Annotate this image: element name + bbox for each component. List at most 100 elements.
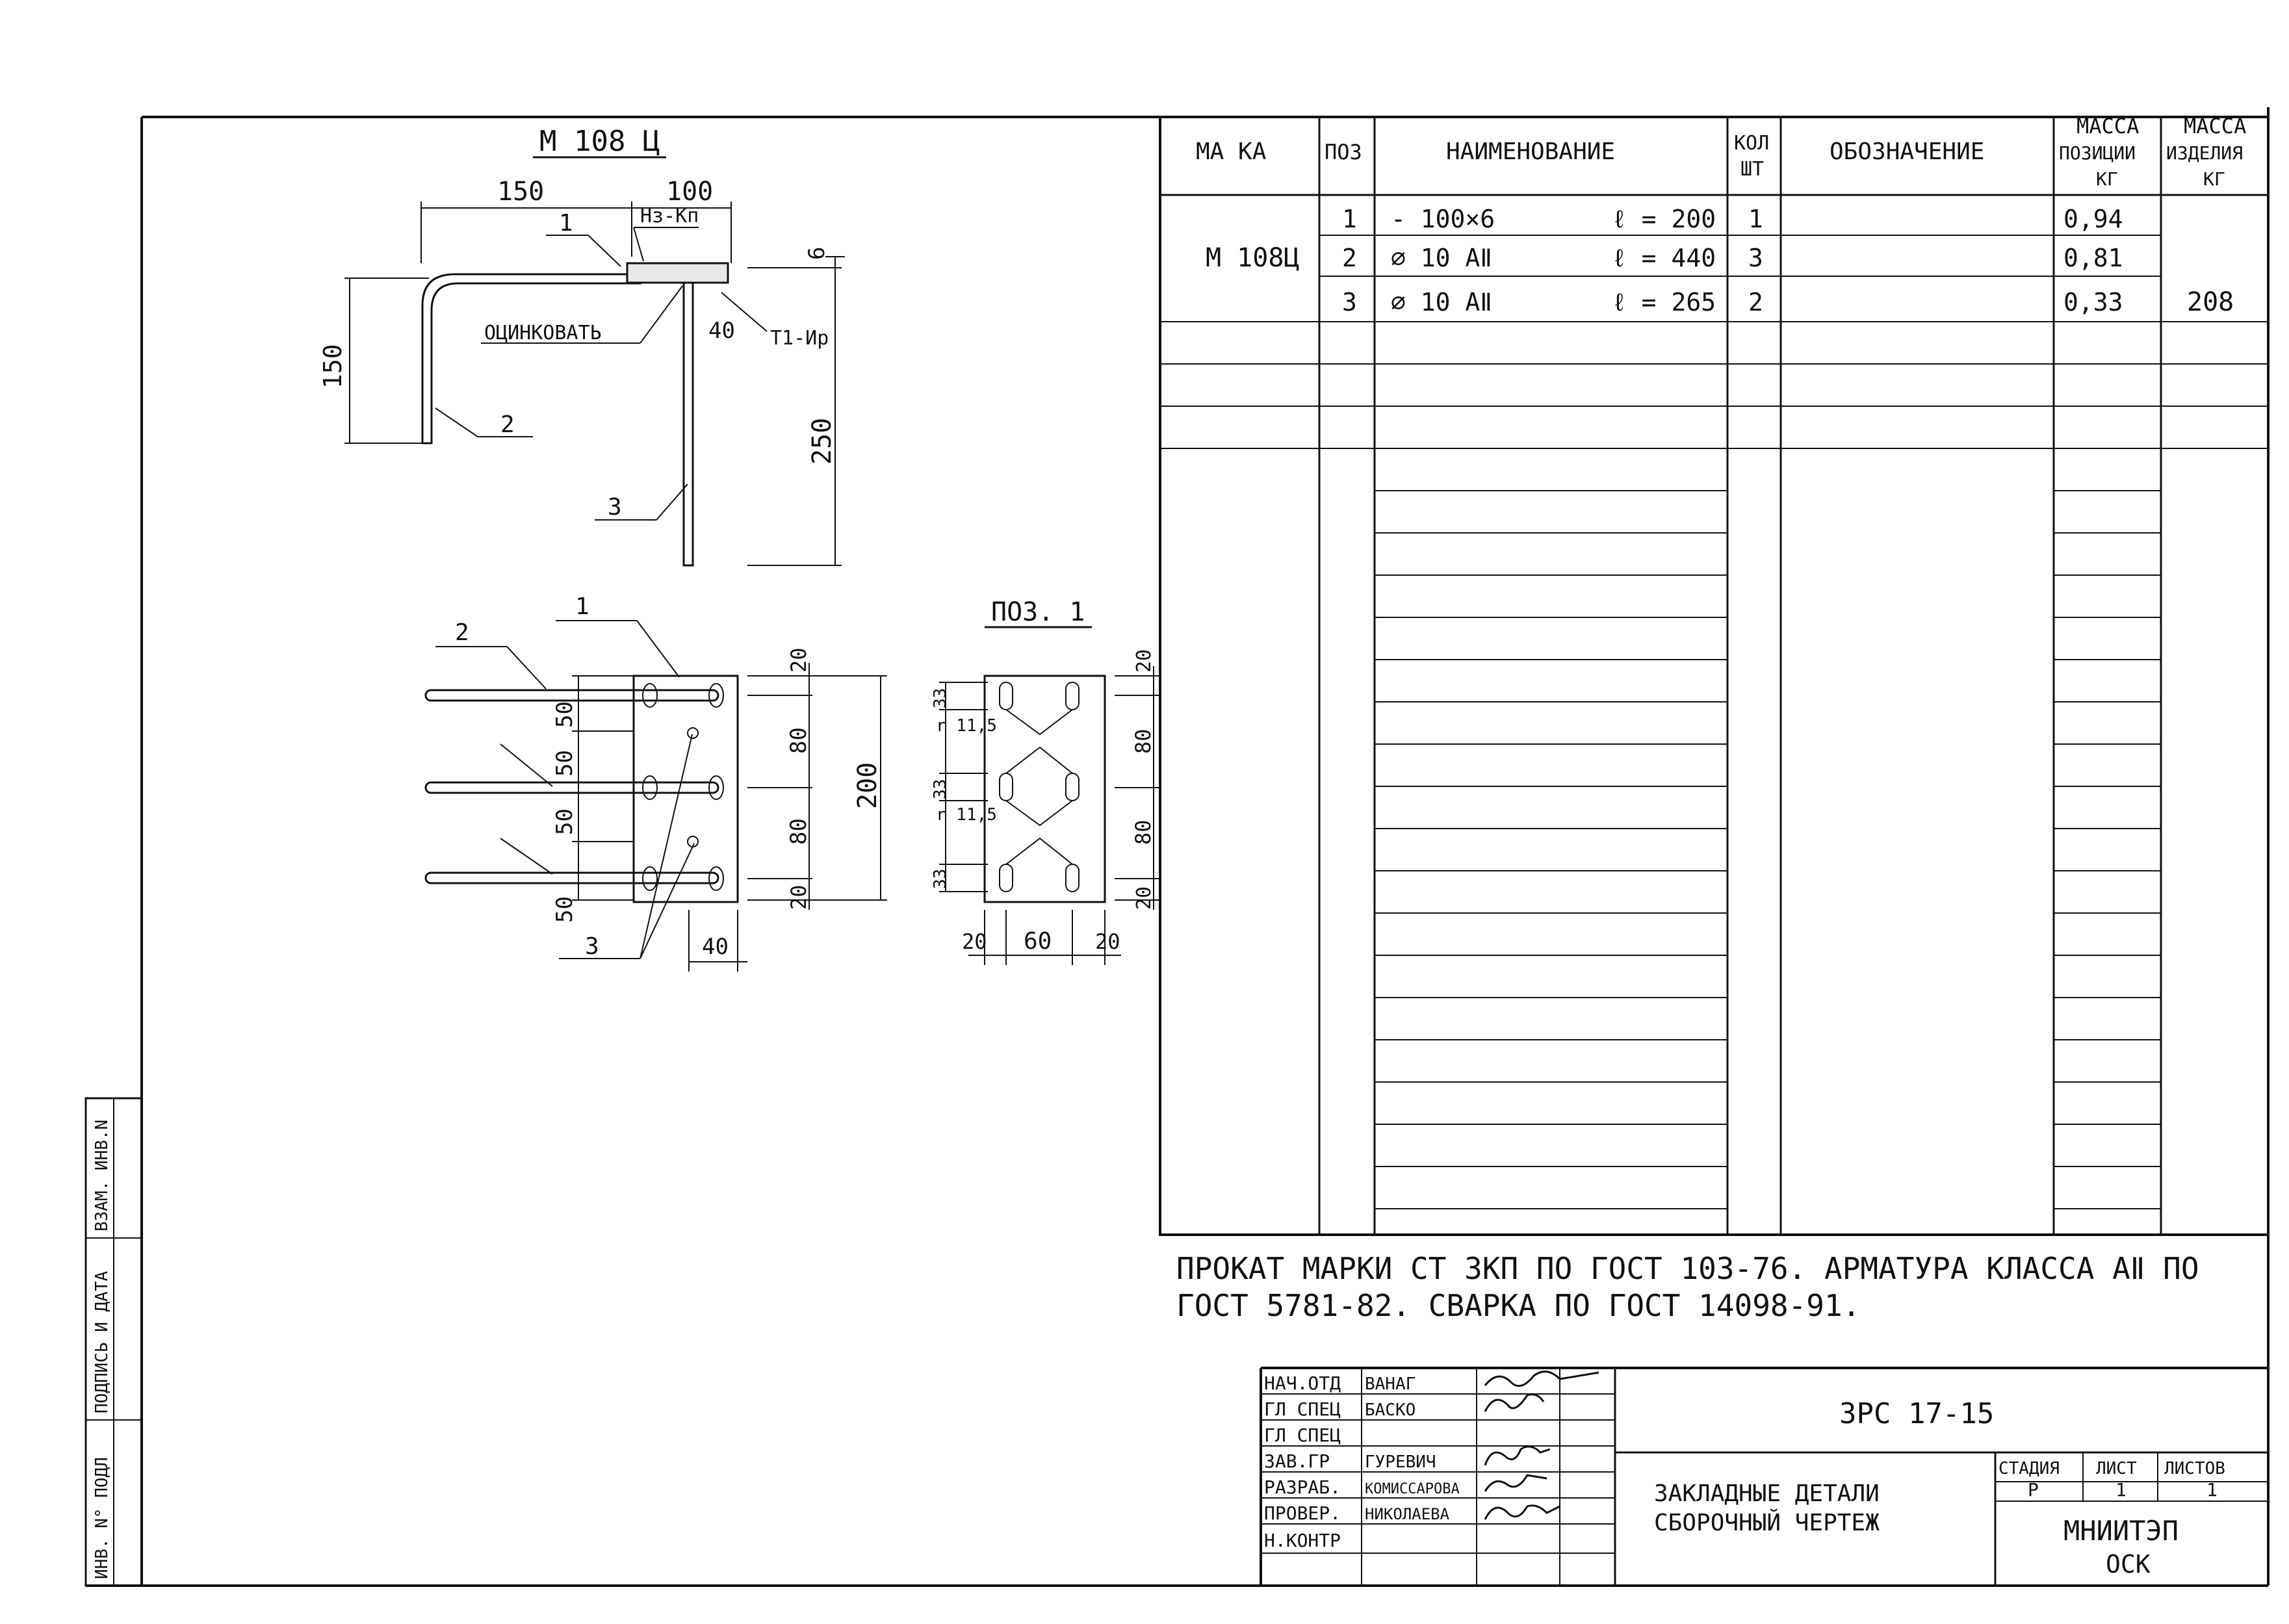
detail-plan-view: 2 1 50 50 50 50 20 80 80 20 200 3 40 xyxy=(424,593,887,972)
role-4: РАЗРАБ. xyxy=(1264,1476,1341,1498)
side-stamp: ИНВ. N° ПОДЛ ПОДПИСЬ И ДАТА ВЗАМ. ИНВ.N xyxy=(92,1120,112,1579)
header-mass-item-1: МАССА xyxy=(2184,114,2246,138)
header-mass-pos-3: КГ xyxy=(2096,168,2118,190)
plan-dim-20-bot: 20 xyxy=(786,884,811,910)
pos1-dim-r115b: r 11,5 xyxy=(936,805,997,825)
sheets-label: ЛИСТОВ xyxy=(2164,1459,2225,1478)
row-mass: 0,94 xyxy=(2063,205,2123,233)
side-stamp-inv-podl: ИНВ. N° ПОДЛ xyxy=(92,1457,112,1579)
pos1-dim-33a: 33 xyxy=(931,688,950,708)
spec-table-rows: М 108Ц 1 - 100×6 ℓ = 200 1 0,94 2 ∅ 10 А… xyxy=(1206,205,2234,317)
role-2: ГЛ СПЕЦ xyxy=(1264,1424,1341,1446)
detail-title: М 108 Ц xyxy=(539,125,660,158)
role-6: Н.КОНТР xyxy=(1264,1530,1341,1551)
header-qty-1: КОЛ xyxy=(1734,132,1769,155)
name-5: НИКОЛАЕВА xyxy=(1365,1505,1450,1523)
pos1-dim-60: 60 xyxy=(1024,928,1052,955)
notes: ПРОКАТ МАРКИ СТ 3КП ПО ГОСТ 103-76. АРМА… xyxy=(1176,1251,2199,1323)
row-pos: 3 xyxy=(1342,288,1357,316)
plan-dim-50b: 50 xyxy=(552,750,578,777)
header-designation: ОБОЗНАЧЕНИЕ xyxy=(1830,138,1984,165)
row-qty: 3 xyxy=(1748,244,1763,272)
organization-dept: ОСК xyxy=(2106,1550,2151,1579)
dim-150-side: 150 xyxy=(318,344,347,389)
row-qty: 2 xyxy=(1748,288,1763,316)
plan-dim-20-top: 20 xyxy=(786,647,811,673)
title-block xyxy=(1260,1367,2268,1586)
weld-label-right: Т1-Ир xyxy=(770,327,829,350)
sheet-value: 1 xyxy=(2115,1479,2127,1501)
weld-label-top: Нз-Кп xyxy=(640,205,699,227)
callout-2: 2 xyxy=(500,411,515,438)
plan-callout-3: 3 xyxy=(585,933,599,960)
plan-callout-2: 2 xyxy=(455,619,469,646)
plan-dim-80b: 80 xyxy=(786,818,812,845)
dim-40: 40 xyxy=(708,318,735,344)
row-mass: 0,33 xyxy=(2063,288,2123,316)
pos1-title: ПОЗ. 1 xyxy=(991,597,1085,627)
header-mass-item-2: ИЗДЕЛИЯ xyxy=(2166,142,2243,164)
header-mass-pos-1: МАССА xyxy=(2076,114,2139,138)
pos1-dim-20-bot: 20 xyxy=(1133,886,1156,910)
spec-table-header: МА КА ПОЗ НАИМЕНОВАНИЕ КОЛ ШТ ОБОЗНАЧЕНИ… xyxy=(1196,114,2246,190)
row-mass: 0,81 xyxy=(2063,244,2123,272)
organization-name: МНИИТЭП xyxy=(2063,1515,2179,1547)
plan-dim-50c: 50 xyxy=(552,808,578,835)
name-4: КОМИССАРОВА xyxy=(1365,1481,1460,1497)
callout-3: 3 xyxy=(608,494,622,521)
table-row: 2 ∅ 10 АⅡ ℓ = 440 3 0,81 xyxy=(1342,244,2123,272)
bar-pos3 xyxy=(682,281,694,567)
notes-line-2: ГОСТ 5781-82. СВАРКА ПО ГОСТ 14098-91. xyxy=(1176,1288,1860,1323)
role-1: ГЛ СПЕЦ xyxy=(1264,1398,1341,1420)
plan-dim-80a: 80 xyxy=(786,727,812,754)
header-mass-item-3: КГ xyxy=(2203,168,2225,190)
signatures xyxy=(1484,1371,1599,1520)
row-length: ℓ = 440 xyxy=(1612,244,1716,272)
pos1-dim-33b: 33 xyxy=(931,779,950,799)
row-name: ∅ 10 АⅡ xyxy=(1391,288,1492,316)
document-code: ЗРС 17-15 xyxy=(1839,1397,1994,1430)
sheet-label: ЛИСТ xyxy=(2096,1459,2137,1478)
plan-dim-40: 40 xyxy=(702,934,729,960)
name-3: ГУРЕВИЧ xyxy=(1365,1452,1436,1472)
detail-elevation-view: М 108 Ц 150 100 150 250 6 xyxy=(318,125,845,567)
row-length: ℓ = 265 xyxy=(1612,288,1716,316)
dim-250: 250 xyxy=(807,418,837,465)
pos1-plate-detail: ПОЗ. 1 xyxy=(931,597,1160,965)
dim-100-top: 100 xyxy=(666,177,713,207)
callout-1: 1 xyxy=(559,210,573,237)
row-pos: 1 xyxy=(1342,205,1357,233)
pos1-dim-20-top: 20 xyxy=(1133,649,1156,673)
side-stamp-vzam: ВЗАМ. ИНВ.N xyxy=(92,1120,112,1231)
sheets-value: 1 xyxy=(2206,1479,2218,1501)
pos1-dim-80b: 80 xyxy=(1131,819,1156,845)
document-title-1: ЗАКЛАДНЫЕ ДЕТАЛИ xyxy=(1654,1480,1880,1507)
spec-item-mass: 208 xyxy=(2187,287,2234,317)
name-0: ВАНАГ xyxy=(1365,1374,1416,1394)
name-1: БАСКО xyxy=(1365,1400,1416,1420)
plan-callout-1: 1 xyxy=(575,593,589,620)
dim-150-top: 150 xyxy=(497,177,544,207)
plate-pos1 xyxy=(626,262,729,284)
pos1-dim-20-right: 20 xyxy=(1095,929,1120,954)
bar-pos2 xyxy=(421,273,641,445)
dim-6: 6 xyxy=(804,247,830,260)
stage-label: СТАДИЯ xyxy=(1998,1459,2060,1478)
spec-table xyxy=(1159,116,2270,1236)
table-row: 3 ∅ 10 АⅡ ℓ = 265 2 0,33 xyxy=(1342,288,2123,316)
stage-value: Р xyxy=(2028,1479,2039,1501)
row-name: ∅ 10 АⅡ xyxy=(1391,244,1492,272)
document-title-2: СБОРОЧНЫЙ ЧЕРТЕЖ xyxy=(1654,1509,1880,1536)
pos1-dim-r115a: r 11,5 xyxy=(936,716,997,736)
role-3: ЗАВ.ГР xyxy=(1264,1450,1330,1472)
plan-dim-50a: 50 xyxy=(552,701,578,728)
row-name: - 100×6 xyxy=(1391,205,1495,233)
header-mass-pos-2: ПОЗИЦИИ xyxy=(2059,142,2136,164)
header-qty-2: ШТ xyxy=(1740,158,1764,181)
pos1-dim-33c: 33 xyxy=(931,869,950,889)
table-row: 1 - 100×6 ℓ = 200 1 0,94 xyxy=(1342,205,2123,233)
pos1-dim-80a: 80 xyxy=(1131,728,1156,754)
row-pos: 2 xyxy=(1342,244,1357,272)
label-galvanize: ОЦИНКОВАТЬ xyxy=(484,322,602,344)
